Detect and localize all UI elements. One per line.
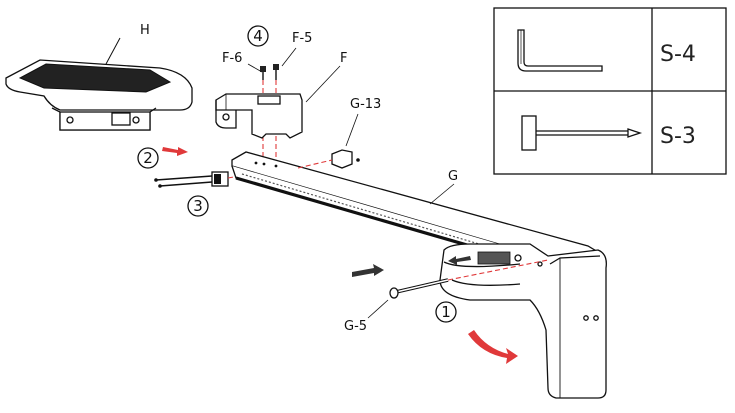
part-h-housing <box>5 37 193 131</box>
label-part-f6: F-6 <box>222 51 242 66</box>
label-part-g5: G-5 <box>344 319 367 334</box>
screw-f6 <box>260 66 266 80</box>
red-arrow-step-1 <box>468 330 518 364</box>
step-2-marker: 2 <box>137 147 159 169</box>
step-3-marker: 3 <box>187 195 209 217</box>
screwdriver-icon <box>521 115 643 151</box>
tool-label-s4: S-4 <box>660 42 696 67</box>
guide-line-g13 <box>297 159 333 169</box>
bolts-step-3 <box>154 171 229 188</box>
step-4-number: 4 <box>253 27 263 45</box>
label-part-f: F <box>340 51 347 66</box>
step-1-number: 1 <box>441 303 451 321</box>
dark-arrow-insert <box>352 264 384 277</box>
part-g13-clip <box>331 149 360 169</box>
label-part-g: G <box>448 169 458 184</box>
label-part-g13: G-13 <box>350 97 381 112</box>
step-1-marker: 1 <box>435 301 457 323</box>
screw-f5 <box>273 64 279 80</box>
rear-upright <box>439 243 607 399</box>
part-g5-rod <box>389 278 449 299</box>
tool-label-s3: S-3 <box>660 124 696 149</box>
tool-legend: S-4 S-3 <box>493 7 727 175</box>
guide-line-g5 <box>447 259 549 281</box>
part-f-bracket <box>215 93 303 139</box>
label-part-f5: F-5 <box>292 31 312 46</box>
step-2-number: 2 <box>143 149 153 167</box>
step-3-number: 3 <box>193 197 203 215</box>
red-arrow-step-2 <box>162 147 188 156</box>
label-part-h: H <box>140 23 150 38</box>
step-4-marker: 4 <box>247 25 269 47</box>
dark-arrow-slot <box>448 256 471 265</box>
allen-wrench-icon <box>517 29 603 72</box>
